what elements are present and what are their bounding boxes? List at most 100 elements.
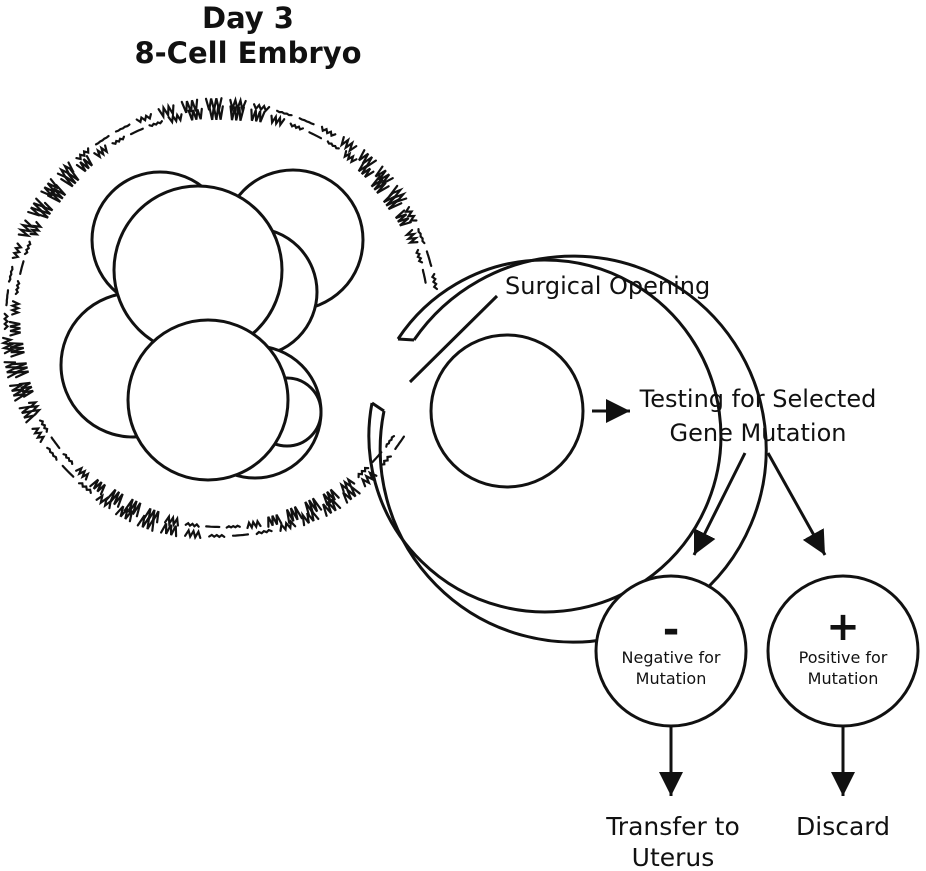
corona-squiggle — [0, 336, 15, 355]
corona-squiggle — [360, 470, 378, 488]
negative-result-circle — [594, 574, 748, 728]
corona-squiggle — [9, 300, 22, 316]
corona-squiggle — [370, 175, 390, 194]
corona-squiggle — [225, 524, 241, 529]
positive-result-circle — [766, 574, 920, 728]
corona-squiggle — [430, 272, 439, 291]
corona-squiggle — [60, 168, 80, 188]
corona-squiggle — [36, 201, 54, 219]
corona-squiggle — [123, 498, 142, 518]
corona-squiggle — [301, 507, 320, 527]
corona-squiggle — [75, 147, 90, 161]
corona-squiggle — [388, 184, 408, 204]
blastomere-cell — [126, 318, 290, 482]
zona-pellucida — [367, 254, 768, 644]
corona-squiggle — [339, 136, 358, 154]
corona-squiggle — [143, 507, 160, 524]
corona-squiggle — [40, 178, 59, 198]
negative-sign: - — [663, 607, 680, 653]
corona-squiggle — [105, 488, 124, 508]
corona-squiggle — [47, 183, 67, 203]
corona-squiggle — [11, 362, 30, 379]
corona-squiggle — [75, 466, 90, 481]
corona-squiggle — [9, 383, 26, 402]
corona-squiggle — [358, 149, 377, 168]
corona-squiggle — [276, 109, 293, 117]
positive-sign: + — [826, 604, 860, 650]
corona-squiggle — [394, 435, 405, 451]
corona-squiggle — [11, 242, 23, 259]
corona-squiggle — [111, 135, 125, 145]
corona-squiggle — [8, 320, 21, 337]
corona-squiggle — [343, 150, 358, 164]
corona-squiggle — [56, 161, 75, 180]
corona-squiggle — [255, 528, 273, 536]
corona-squiggle — [136, 514, 155, 532]
transfer-label-line-2: Uterus — [632, 843, 715, 871]
corona-squiggle — [322, 498, 342, 517]
corona-squiggle — [38, 419, 49, 433]
corona-squiggle — [46, 446, 58, 461]
corona-squiggle — [148, 120, 163, 128]
arrow-to-negative — [692, 452, 747, 556]
corona-squiggle — [167, 112, 183, 125]
corona-squiggle — [229, 105, 245, 121]
corona-squiggle — [267, 514, 283, 528]
corona-squiggle — [357, 161, 375, 179]
surgical-opening-pointer — [408, 294, 499, 384]
corona-squiggle — [382, 191, 403, 211]
corona-squiggle — [205, 525, 221, 529]
corona-squiggle — [129, 127, 144, 136]
corona-squiggle — [157, 102, 175, 120]
corona-squiggle — [18, 405, 38, 424]
corona-squiggle — [94, 134, 110, 146]
title-line-1: Day 3 — [202, 1, 294, 35]
corona-squiggle — [322, 488, 340, 506]
corona-squiggle — [304, 497, 323, 517]
corona-squiggle — [208, 105, 224, 121]
corona-squiggle — [75, 155, 94, 173]
corona-squiggle — [253, 103, 271, 113]
corona-squiggle — [89, 478, 107, 496]
corona-squiggle — [231, 533, 250, 537]
corona-squiggle — [114, 123, 131, 133]
testing-label-line-2: Gene Mutation — [670, 419, 847, 447]
corona-squiggle — [404, 206, 418, 222]
corona-squiggle — [164, 513, 179, 528]
negative-label-line-1: Negative for — [622, 648, 721, 667]
title-line-2: 8-Cell Embryo — [134, 36, 361, 70]
corona-squiggle — [31, 427, 46, 443]
blastomeres — [59, 168, 365, 482]
negative-label-line-2: Mutation — [636, 669, 707, 688]
corona-squiggle — [289, 122, 304, 131]
corona-squiggle — [308, 131, 323, 140]
corona-squiggle — [95, 493, 113, 510]
corona-squiggle — [394, 209, 412, 227]
corona-squiggle — [229, 96, 247, 114]
corona-squiggle — [187, 107, 203, 121]
corona-squiggle — [320, 125, 337, 138]
corona-squiggle — [135, 113, 152, 124]
corona-squiggle — [279, 519, 297, 533]
corona-squiggle — [7, 265, 14, 283]
biopsied-cell — [429, 333, 585, 489]
corona-squiggle — [61, 464, 75, 478]
positive-label-line-2: Mutation — [808, 669, 879, 688]
corona-squiggle — [5, 289, 10, 307]
corona-squiggle — [357, 466, 370, 479]
corona-squiggle — [27, 401, 42, 416]
corona-squiggle — [339, 476, 356, 493]
corona-squiggle — [425, 250, 433, 267]
corona-squiggle — [3, 361, 19, 379]
arrow-to-positive — [766, 452, 827, 556]
embryo-corona — [0, 96, 439, 541]
discard-label: Discard — [796, 812, 890, 841]
corona-squiggle — [184, 527, 202, 541]
corona-squiggle — [115, 505, 134, 523]
corona-squiggle — [208, 533, 226, 539]
corona-squiggle — [415, 248, 424, 264]
corona-squiggle — [160, 522, 178, 538]
corona-squiggle — [204, 97, 223, 111]
corona-squiggle — [421, 268, 427, 284]
testing-label-line-1: Testing for Selected — [639, 385, 877, 413]
